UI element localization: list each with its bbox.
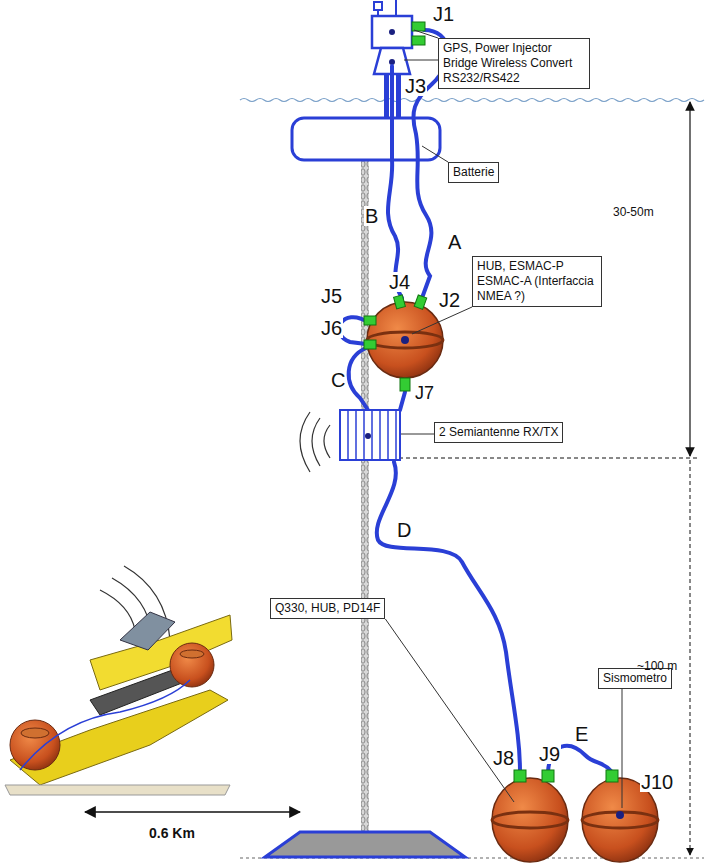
sea-surface — [240, 99, 704, 102]
cables — [339, 30, 612, 772]
callout-text: Q330, HUB, PD14F — [275, 601, 380, 616]
leader-line — [404, 60, 438, 61]
callout-label: J6 — [320, 318, 343, 338]
dimension-label: 30-50m — [612, 206, 655, 218]
callout-box: 2 Semiantenne RX/TX — [434, 422, 563, 443]
callout-label: D — [396, 520, 412, 540]
callout-box: GPS, Power Injector Bridge Wireless Conv… — [438, 38, 590, 89]
callout-text: Batterie — [453, 165, 494, 180]
callout-label: J10 — [640, 772, 674, 792]
dimension-label: 0.6 Km — [148, 826, 196, 840]
callout-label: J5 — [320, 286, 343, 306]
hub-sphere — [367, 302, 443, 378]
callout-label: J8 — [492, 748, 515, 768]
mooring-chain — [361, 160, 369, 840]
gps-antenna — [374, 2, 382, 10]
leader-line — [385, 619, 514, 802]
dimension-line — [689, 102, 690, 456]
callout-text: GPS, Power Injector Bridge Wireless Conv… — [443, 41, 585, 86]
antenna — [395, 0, 397, 16]
anchor — [265, 832, 465, 857]
connectors — [364, 22, 618, 782]
callout-label: J4 — [388, 272, 411, 292]
callout-label: A — [447, 232, 462, 252]
recorder-sphere — [492, 778, 568, 862]
electronics-box — [372, 16, 412, 48]
callout-label: J7 — [414, 384, 435, 402]
leader-line — [422, 146, 448, 162]
inset-rendering — [5, 566, 232, 795]
callout-label: J1 — [432, 4, 455, 24]
dimension-label: ~100 m — [636, 660, 678, 672]
dimension-extension — [392, 458, 700, 459]
callout-label: J9 — [538, 744, 561, 764]
leader-line — [412, 307, 472, 334]
callout-label: E — [574, 724, 589, 744]
radio-waves — [300, 412, 330, 472]
leader-line — [622, 689, 623, 808]
leader-line — [401, 434, 434, 435]
callout-box: Q330, HUB, PD14F — [270, 598, 385, 619]
callout-text: HUB, ESMAC-P ESMAC-A (Interfaccia NMEA ?… — [477, 259, 597, 304]
antenna-basket — [340, 410, 400, 460]
callout-label: B — [364, 206, 379, 226]
callout-text: Sismometro — [603, 671, 667, 686]
callout-label: J3 — [404, 76, 427, 96]
callout-text: 2 Semiantenne RX/TX — [439, 425, 558, 440]
callout-box: Batterie — [448, 162, 499, 183]
callout-label: C — [330, 370, 346, 390]
callout-label: J2 — [438, 290, 461, 310]
distance-line — [85, 811, 300, 813]
dimension-line — [690, 460, 691, 855]
leader-line — [414, 30, 438, 38]
callout-box: HUB, ESMAC-P ESMAC-A (Interfaccia NMEA ?… — [472, 256, 602, 307]
